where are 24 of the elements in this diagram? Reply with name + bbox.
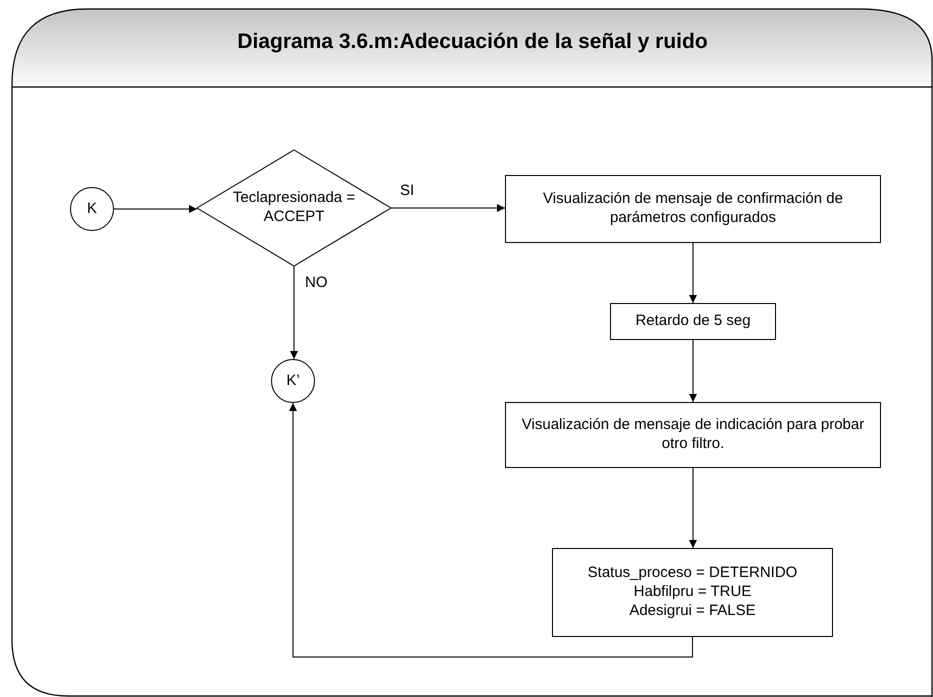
process-box [552,548,833,637]
process-box [610,303,776,340]
node-text: Status_proceso = DETERNIDO [586,564,798,584]
node-text: Retardo de 5 seg [634,312,752,331]
node-text: K’ [285,372,301,390]
node-text: Adesigrui = FALSE [628,602,757,621]
connector-circle [271,359,315,403]
process-box [505,402,881,468]
connector-circle [70,187,114,231]
node-text: Teclapresionada = ACCEPT [232,189,356,227]
process-box [505,175,881,243]
decision-diamond [197,150,391,266]
arrow [289,402,693,658]
node-text: K [86,200,98,218]
node-text: Habfilpru = TRUE [632,583,752,602]
arrow [290,266,298,360]
diagram-title: Diagrama 3.6.m:Adecuación de la señal y ruido [236,30,709,54]
arrow [689,468,697,548]
arrow [390,204,506,212]
node-text: Visualización de mensaje de confirmación de parámetros configurados [542,190,844,228]
arrow [689,242,697,304]
arrow [689,340,697,402]
node-text: Visualización de mensaje de indicación para probar otro filtro. [520,416,866,454]
arrow [114,205,198,213]
